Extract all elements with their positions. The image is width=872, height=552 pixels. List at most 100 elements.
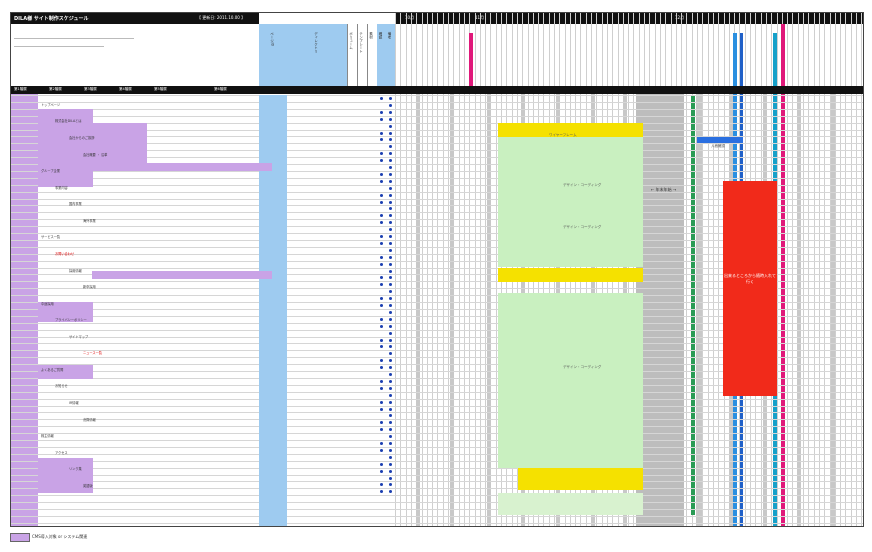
row-gridline [11,447,863,448]
status-dot [389,490,392,493]
row-gridline [11,357,863,358]
column-header-strip [259,86,395,94]
title-bar: DILA様 サイト制作スケジュール 【 更新日: 2011.10.00 】 [11,13,259,24]
spreadsheet: DILA様 サイト制作スケジュール 【 更新日: 2011.10.00 】 第1… [10,12,864,527]
row-gridline [11,205,863,206]
task-label: サービス一覧 [41,235,61,239]
row-gridline [11,247,863,248]
day-gridline [496,13,497,526]
status-dot [389,449,392,452]
task-label: 株式会社DILAとは [55,119,82,123]
day-gridline [459,13,460,526]
status-dot [380,263,383,266]
status-dot [389,477,392,480]
status-dot [389,249,392,252]
section-highlight [92,271,272,279]
row-gridline [11,509,863,510]
row-gridline [11,475,863,476]
status-dot [389,235,392,238]
status-dot [380,304,383,307]
status-dot [389,256,392,259]
status-dot [389,152,392,155]
task-label: 決算情報 [83,418,96,422]
row-gridline [11,192,863,193]
row-gridline [11,219,863,220]
design-label: デザイン・コーディング [563,365,602,369]
status-dot [389,387,392,390]
day-gridline [713,13,714,526]
status-dot [389,228,392,231]
level-5-label: 第5階層 [154,87,167,91]
wireframe-bar [498,123,643,137]
day-header [395,24,863,94]
day-gridline [845,13,846,526]
row-gridline [11,316,863,317]
status-dot [389,145,392,148]
task-label: サイトマップ [69,335,89,339]
task-label: 中途採用 [41,302,54,306]
row-gridline [11,350,863,351]
row-gridline [11,364,863,365]
status-dot [389,187,392,190]
status-dot [380,173,383,176]
day-gridline [824,13,825,526]
row-gridline [11,164,863,165]
status-dot [389,207,392,210]
row-gridline [11,488,863,489]
status-dot [389,345,392,348]
day-gridline [406,13,407,526]
day-gridline [432,13,433,526]
task-label: お知らせ [55,384,68,388]
note-line [14,46,104,47]
task-label: 英語版 [83,484,93,488]
status-dot [380,428,383,431]
status-dot [380,401,383,404]
status-dot [380,297,383,300]
status-dot [389,442,392,445]
row-gridline [11,261,863,262]
status-dot [389,263,392,266]
status-dot [389,221,392,224]
review-bar [697,137,743,143]
level-3-label: 第3階層 [84,87,97,91]
note-line [14,38,134,39]
status-dot [389,318,392,321]
row-gridline [11,337,863,338]
row-gridline [11,468,863,469]
row-gridline [11,109,863,110]
row-gridline [11,199,863,200]
status-dot [380,256,383,259]
day-gridline [469,13,470,526]
row-gridline [11,178,863,179]
task-label: 国内事業 [69,202,82,206]
row-gridline [11,406,863,407]
day-gridline [861,13,862,526]
status-dot [380,483,383,486]
day-gridline [787,13,788,526]
day-gridline [395,13,396,526]
row-gridline [11,378,863,379]
task-label: 海外事業 [83,219,96,223]
design-label: デザイン・コーディング [563,225,602,229]
status-dot [389,456,392,459]
status-dot [389,132,392,135]
milestone-marker [469,33,473,93]
status-dot [380,318,383,321]
task-label: ニュース一覧 [83,351,102,355]
status-dot [389,380,392,383]
status-dot [380,159,383,162]
status-dot [380,283,383,286]
row-gridline [11,295,863,296]
task-label: よくあるご質問 [41,368,64,372]
status-dot [389,428,392,431]
row-gridline [11,454,863,455]
status-dot [380,152,383,155]
day-gridline [830,13,831,526]
day-gridline [777,13,778,526]
day-gridline [400,13,401,526]
status-dot [389,194,392,197]
status-dot [389,276,392,279]
day-gridline [803,13,804,526]
row-gridline [11,212,863,213]
